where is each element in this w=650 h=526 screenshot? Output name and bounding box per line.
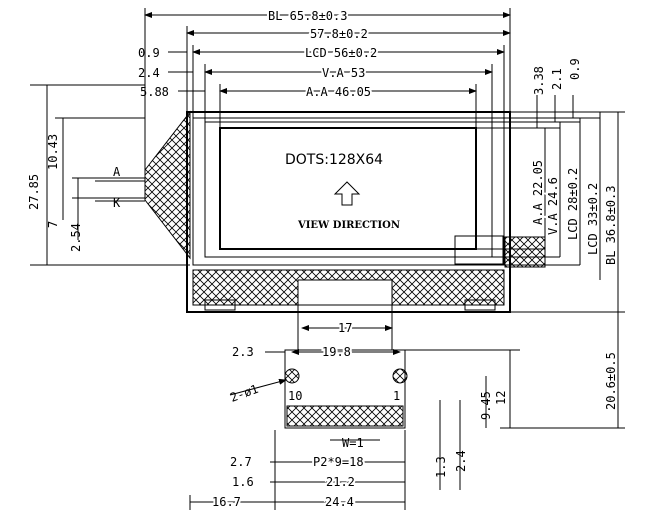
fpc-tail: 2-ø1 10 1 17 19.8 2.3 12 9.45 1.3 2.4 W=…: [189, 305, 520, 511]
foot-left: [204, 299, 236, 311]
dim-23: 2.3: [232, 345, 254, 359]
backlight-wedge: [144, 110, 191, 260]
dim-12: 12: [494, 391, 508, 405]
view-direction-arrow: [333, 181, 361, 206]
dim-24: 2.4: [454, 450, 468, 472]
lead-a-label: A: [113, 165, 121, 179]
dim-holes: 2-ø1: [228, 382, 260, 405]
dim-pitch: P2*9=18: [313, 455, 364, 469]
lcd-frame: [192, 117, 505, 266]
dim-lcd-height-2: LCD 33±0.2: [586, 183, 600, 255]
module-body: [144, 110, 546, 313]
pin-1-label: 1: [393, 389, 400, 403]
fpc-pads: [286, 405, 404, 427]
left-dimensions: 27.85 10.43 7 2.54: [27, 84, 190, 266]
dim-254: 2.54: [69, 223, 83, 252]
dim-va-width: V.A 53: [322, 66, 365, 80]
hole-right: [392, 368, 408, 384]
dim-aa-height: A.A 22.05: [531, 160, 545, 225]
dim-left-588: 5.88: [140, 85, 169, 99]
dim-7: 7: [46, 221, 60, 228]
outer-frame: [186, 111, 511, 313]
fpc-root: [297, 279, 393, 306]
dim-21: 2.1: [550, 68, 564, 90]
dim-aa-width: A.A 46.05: [306, 85, 371, 99]
dim-212: 21.2: [326, 475, 355, 489]
dim-left-24: 2.4: [138, 66, 160, 80]
dim-16: 1.6: [232, 475, 254, 489]
dim-206: 20.6±0.5: [604, 352, 618, 410]
dim-1043: 10.43: [46, 134, 60, 170]
dim-bl-height: BL 36.8±0.3: [604, 186, 618, 265]
view-direction-label: VIEW DIRECTION: [297, 220, 400, 231]
dim-left-09: 0.9: [138, 46, 160, 60]
active-area: [219, 127, 477, 250]
viewing-area: [204, 121, 493, 258]
dim-09: 0.9: [568, 58, 582, 80]
lead-k-label: K: [113, 196, 121, 210]
right-dimensions: 3.38 2.1 0.9 A.A 22.05 V.A 24.6 LCD 28±0…: [476, 58, 625, 429]
dim-244: 24.4: [325, 495, 354, 509]
dim-lcd-width: LCD 56±0.2: [305, 46, 377, 60]
dim-338: 3.38: [532, 66, 546, 95]
dim-lcd-height: LCD 28±0.2: [566, 168, 580, 240]
dim-outer-width: 57.8±0.2: [310, 27, 368, 41]
dim-167: 16.7: [212, 495, 241, 509]
dim-2785: 27.85: [27, 174, 41, 210]
pin-10-label: 10: [288, 389, 302, 403]
dim-27: 2.7: [230, 455, 252, 469]
right-hatch: [504, 236, 546, 268]
dim-13: 1.3: [434, 456, 448, 478]
hole-left: [284, 368, 300, 384]
dots-label: DOTS:128X64: [285, 152, 383, 168]
dim-w: W=1: [342, 436, 364, 450]
foot-right: [464, 299, 496, 311]
dim-va-height: V.A 24.6: [546, 177, 560, 235]
dim-bl-width: BL 65.8±0.3: [268, 9, 347, 23]
dim-198: 19.8: [322, 345, 351, 359]
dim-17: 17: [338, 321, 352, 335]
right-detail: [454, 235, 504, 265]
dim-945: 9.45: [479, 391, 493, 420]
top-dimensions: BL 65.8±0.3 57.8±0.2 LCD 56±0.2 0.9 V.A …: [138, 7, 511, 170]
